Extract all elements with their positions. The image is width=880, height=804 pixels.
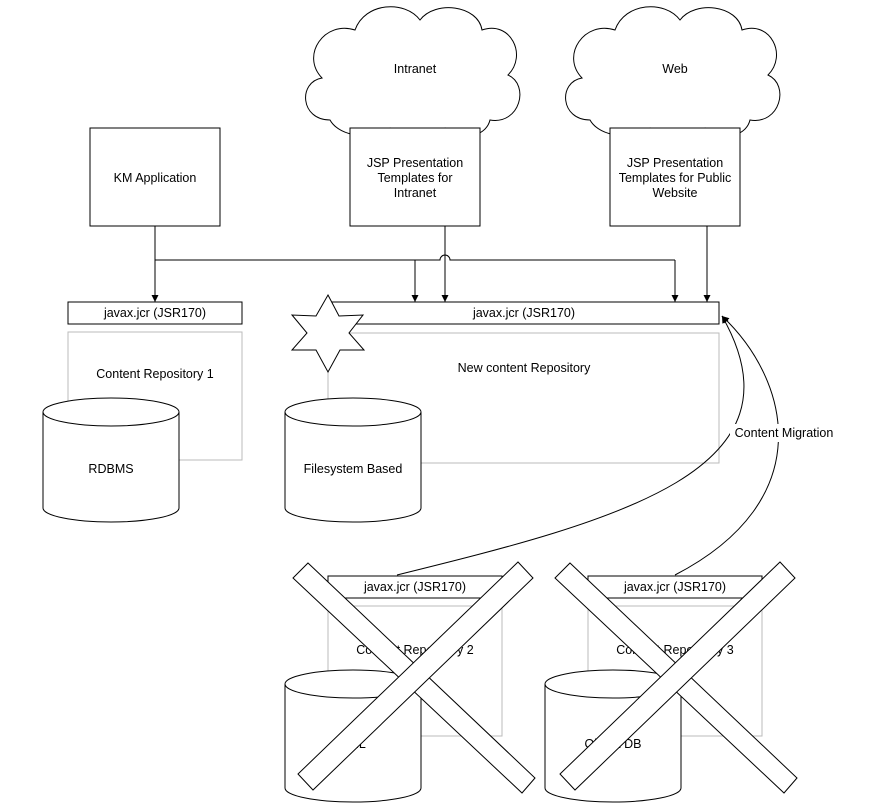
web-cloud-label: Web xyxy=(662,62,688,76)
repo3-api-label: javax.jcr (JSR170) xyxy=(623,580,726,594)
jsp-public-label-line-2: Templates for Public xyxy=(619,171,732,185)
new-repo-api-label: javax.jcr (JSR170) xyxy=(472,306,575,320)
km-application-label: KM Application xyxy=(114,171,197,185)
repo2-deprecated-cross-icon xyxy=(292,561,536,794)
intranet-cloud: Intranet xyxy=(305,6,521,139)
new-content-repository: javax.jcr (JSR170) New content Repositor… xyxy=(284,293,720,523)
web-cloud: Web xyxy=(565,6,781,139)
content-repository-2: javax.jcr (JSR170) Content Repository 2 … xyxy=(284,561,536,803)
new-star-icon xyxy=(290,293,366,374)
content-repository-3: javax.jcr (JSR170) Content Repository 3 … xyxy=(544,561,798,803)
intranet-cloud-label: Intranet xyxy=(394,62,437,76)
repo1-storage-label: RDBMS xyxy=(88,462,133,476)
connectors xyxy=(151,226,711,302)
new-repo-storage-label: Filesystem Based xyxy=(304,462,403,476)
content-repository-1: javax.jcr (JSR170) Content Repository 1 … xyxy=(42,301,243,523)
repo2-api-label: javax.jcr (JSR170) xyxy=(363,580,466,594)
filesystem-database-icon xyxy=(284,397,422,523)
repo1-api-label: javax.jcr (JSR170) xyxy=(103,306,206,320)
jsp-intranet-label-line-1: JSP Presentation xyxy=(367,156,463,170)
repo3-deprecated-cross-icon xyxy=(554,561,798,794)
jsp-intranet-label-line-2: Templates for xyxy=(377,171,452,185)
jsp-intranet-label-line-3: Intranet xyxy=(394,186,437,200)
repo1-name-label: Content Repository 1 xyxy=(96,367,213,381)
content-migration-label: Content Migration xyxy=(735,426,834,440)
jsp-public-box: JSP Presentation Templates for Public We… xyxy=(609,127,741,227)
jsp-public-label-line-1: JSP Presentation xyxy=(627,156,723,170)
jsp-intranet-box: JSP Presentation Templates for Intranet xyxy=(349,127,481,227)
rdbms-database-icon xyxy=(42,397,180,523)
content-migration-edges: Content Migration xyxy=(396,315,836,576)
jsp-public-label-line-3: Website xyxy=(653,186,698,200)
new-repo-name-label: New content Repository xyxy=(458,361,591,375)
km-application-box: KM Application xyxy=(89,127,221,227)
